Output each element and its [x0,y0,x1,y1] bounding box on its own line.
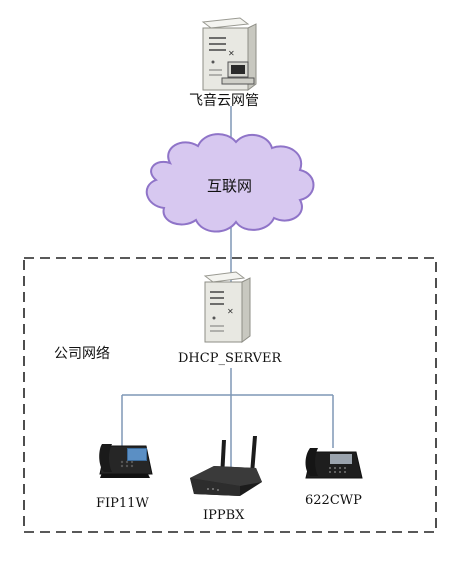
dhcp-server-icon: ✕ [203,271,251,343]
device-label-fip11w: FIP11W [96,496,149,511]
cloud-management-server-icon: ✕ [201,17,257,91]
top-server-label: 飞音云网管 [189,93,259,109]
622cwp-phone-icon [305,448,363,479]
fip11w-phone-icon [99,444,153,478]
svg-text:✕: ✕ [228,49,235,58]
dhcp-server-label: DHCP_SERVER [178,351,282,366]
svg-text:✕: ✕ [227,307,234,316]
ippbx-router-icon [190,436,262,496]
company-network-boundary [23,257,437,533]
internet-cloud-icon [145,133,315,233]
cloud-label: 互联网 [207,177,253,195]
company-network-label: 公司网络 [54,346,110,362]
device-label-ippbx: IPPBX [203,508,245,523]
device-label-622cwp: 622CWP [305,493,362,508]
